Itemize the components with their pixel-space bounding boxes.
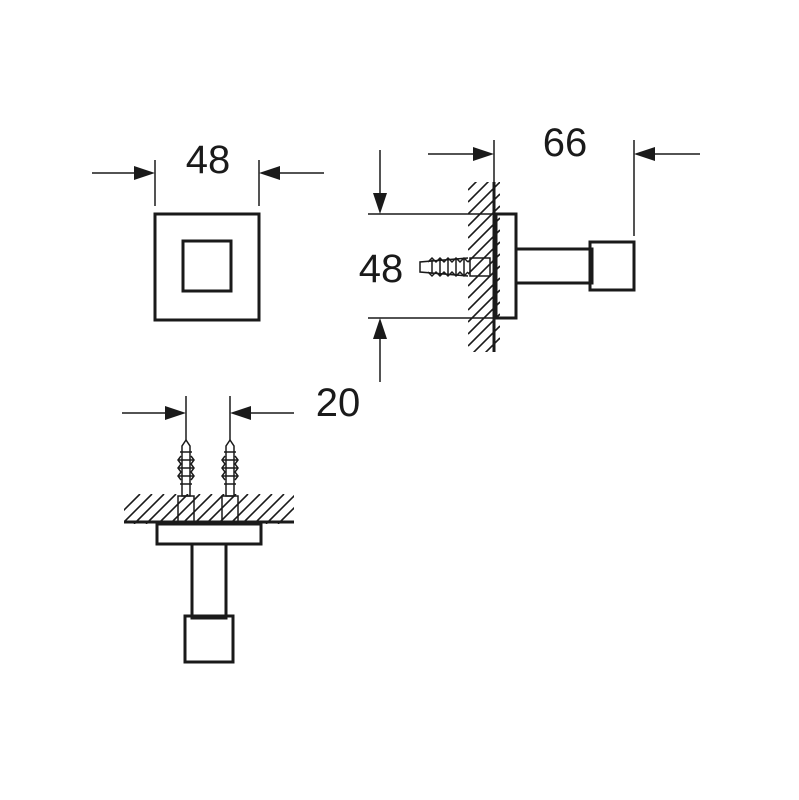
bottom-stem — [190, 542, 228, 620]
front-dim-arrow-left — [92, 166, 155, 180]
bottom-view: 20 — [122, 381, 361, 664]
side-end-cap — [588, 240, 636, 292]
bottom-dim-arrow-right — [230, 406, 294, 420]
front-dim-arrow-right — [259, 166, 324, 180]
front-width-label: 48 — [186, 138, 231, 182]
bottom-spacing-label: 20 — [316, 381, 361, 425]
front-view: 48 — [92, 138, 324, 322]
side-screw — [419, 256, 491, 278]
side-height-label: 48 — [359, 247, 404, 291]
side-depth-arrow-right — [634, 147, 700, 161]
side-view: 66 48 — [359, 121, 700, 382]
bottom-screw-right — [221, 438, 239, 523]
side-stem — [514, 247, 594, 285]
side-depth-label: 66 — [543, 121, 588, 165]
front-outer-plate — [153, 212, 261, 322]
side-height-arrow-top — [373, 150, 387, 214]
bottom-wall-hatch — [124, 494, 294, 524]
bottom-plate — [155, 522, 263, 546]
side-height-arrow-bottom — [373, 318, 387, 382]
side-depth-arrow-left — [428, 147, 494, 161]
bottom-dim-arrow-left — [122, 406, 186, 420]
bottom-end-cap — [183, 614, 235, 664]
front-inner-square — [181, 239, 233, 293]
bottom-screw-left — [177, 438, 195, 523]
